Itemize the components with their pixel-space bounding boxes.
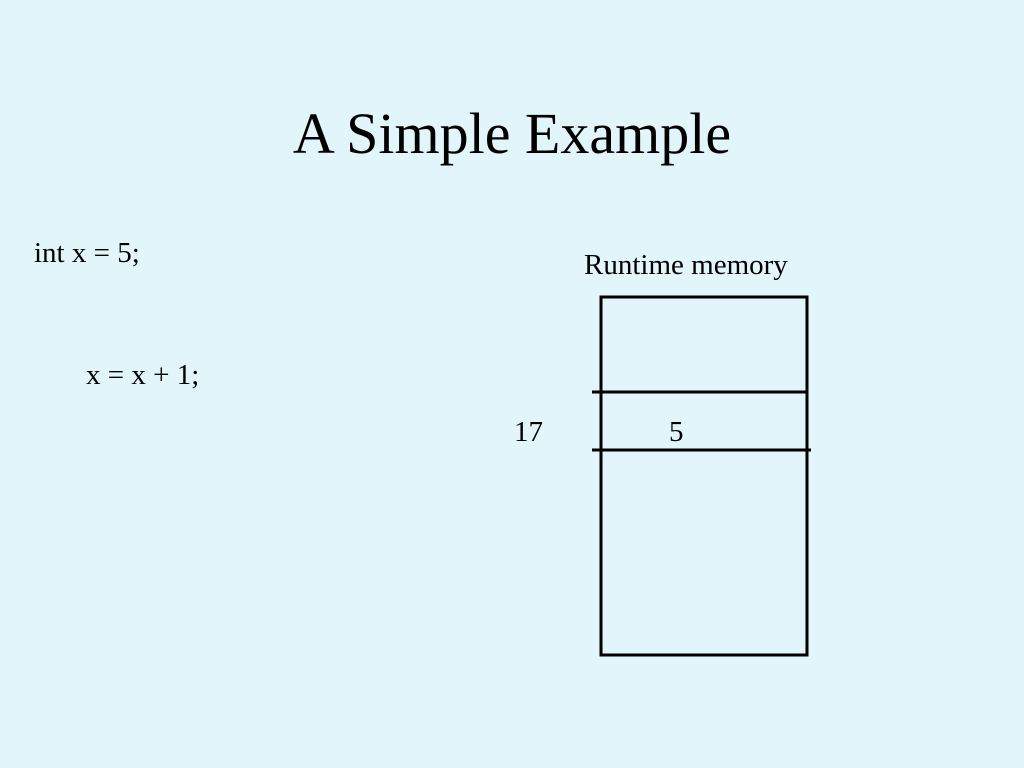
slide-title: A Simple Example bbox=[292, 101, 732, 166]
memory-box bbox=[599, 295, 809, 657]
memory-cell-value: 5 bbox=[669, 416, 684, 448]
memory-address-label: 17 bbox=[514, 416, 543, 448]
code-line-declaration: int x = 5; bbox=[34, 237, 140, 269]
code-line-increment: x = x + 1; bbox=[86, 359, 200, 391]
runtime-memory-label: Runtime memory bbox=[584, 249, 788, 281]
